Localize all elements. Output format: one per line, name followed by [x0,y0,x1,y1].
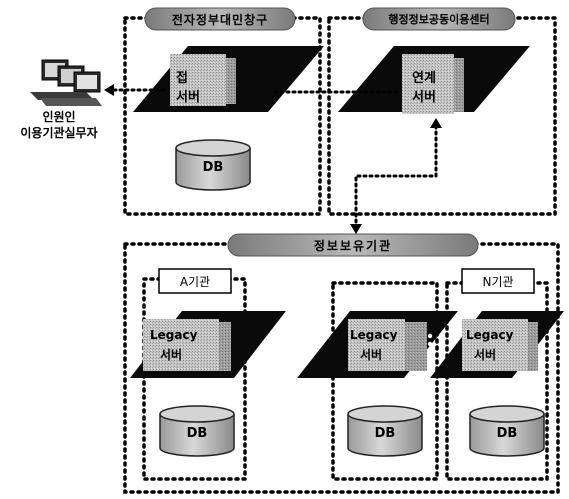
db-a-label: DB [186,426,208,441]
agency-n-label: N기관 [482,275,514,289]
top-left-group [123,7,324,216]
legacy-server-n [430,311,564,378]
user-label-line2: 이용기관실무자 [20,126,98,140]
agency-middle-border [331,281,439,481]
top-left-server-box [170,54,226,106]
arrowhead-down [350,224,362,234]
arrowhead-up [430,118,442,128]
top-right-server-label-line2: 서버 [412,90,436,105]
legacy-server-a [130,311,286,378]
agency-a-label-box [158,268,232,294]
top-right-group [327,7,557,216]
connectors [106,88,438,228]
db-middle-label: DB [374,426,396,441]
top-right-group-title-pill [362,7,516,31]
legacy-n-label-line1: Legacy [466,328,514,342]
legacy-server-n-box [462,319,528,371]
legacy-server-middle [297,311,458,378]
bottom-group-title-pill [227,233,479,257]
top-left-group-title: 전자정부대민창구 [171,13,269,27]
legacy-middle-label-line1: Legacy [350,328,398,342]
legacy-a-label-line1: Legacy [150,328,198,342]
bottom-group-title: 정보보유기관 [313,239,393,253]
db-cylinder-middle [347,405,423,457]
top-right-server-plate [338,46,530,114]
top-left-server-label-line2: 서버 [176,90,200,105]
top-right-server-box [402,54,454,114]
bottom-group [123,233,564,494]
agency-n-label-box [461,268,535,294]
legacy-n-label-line2: 서버 [474,348,497,362]
agency-a-label: A기관 [179,275,211,289]
db-n-label: DB [496,426,518,441]
db-cylinder-n [469,405,545,457]
ellipsis-dots [427,333,433,355]
arrowheads [104,84,442,234]
legacy-a-label-line2: 서버 [160,348,183,362]
user-label-line1: 인원인 [42,110,76,124]
arrowhead-left [104,84,114,96]
legacy-server-middle-box [348,319,405,371]
db-cylinder-a [159,405,235,457]
legacy-middle-label-line2: 서버 [360,348,383,362]
computer-workstations-icon [30,59,102,106]
top-left-db-label: DB [202,160,224,175]
legacy-server-a-box [143,319,219,371]
top-right-group-title: 행정정보공동이용센터 [388,13,490,26]
top-left-group-title-pill [144,7,296,31]
top-left-server-label-line1: 접 [176,71,188,86]
center-to-agencies-connector [354,124,438,228]
top-right-server-label-line1: 연계 [412,71,436,86]
top-left-server-plate [133,46,324,112]
top-left-db-cylinder [175,139,251,191]
